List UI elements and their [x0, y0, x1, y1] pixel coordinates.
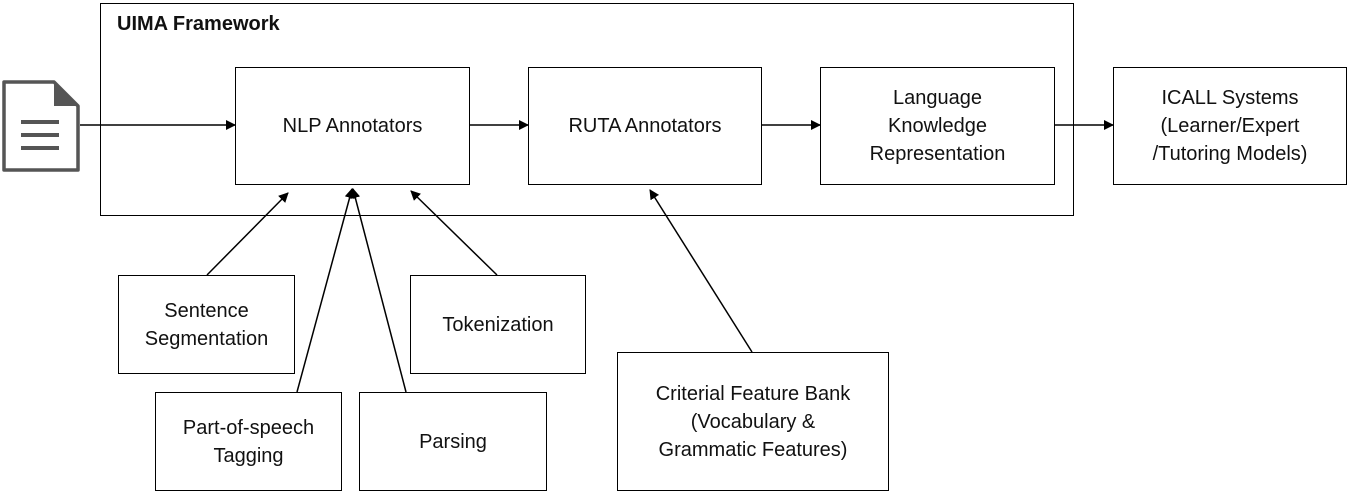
pos-tagging-box: Part-of-speech Tagging	[155, 392, 342, 491]
arrow-parsing-to-nlp	[350, 188, 407, 393]
nlp-annotators-box: NLP Annotators	[235, 67, 470, 185]
icall-systems-box: ICALL Systems (Learner/Expert /Tutoring …	[1113, 67, 1347, 185]
arrow-criterial-feature-bank-to-ruta	[649, 189, 753, 353]
criterial-feature-bank-box: Criterial Feature Bank (Vocabulary & Gra…	[617, 352, 889, 491]
arrow-tokenization-to-nlp	[410, 190, 498, 276]
ruta-annotators-box: RUTA Annotators	[528, 67, 762, 185]
language-knowledge-representation-box: Language Knowledge Representation	[820, 67, 1055, 185]
parsing-box: Parsing	[359, 392, 547, 491]
framework-title: UIMA Framework	[117, 13, 280, 35]
arrow-pos-tagging-to-nlp	[296, 188, 355, 393]
document-icon	[2, 80, 80, 172]
tokenization-box: Tokenization	[410, 275, 586, 374]
arrow-sentence-segmentation-to-nlp	[206, 192, 289, 276]
uima-framework-frame	[100, 3, 1074, 216]
sentence-segmentation-box: Sentence Segmentation	[118, 275, 295, 374]
